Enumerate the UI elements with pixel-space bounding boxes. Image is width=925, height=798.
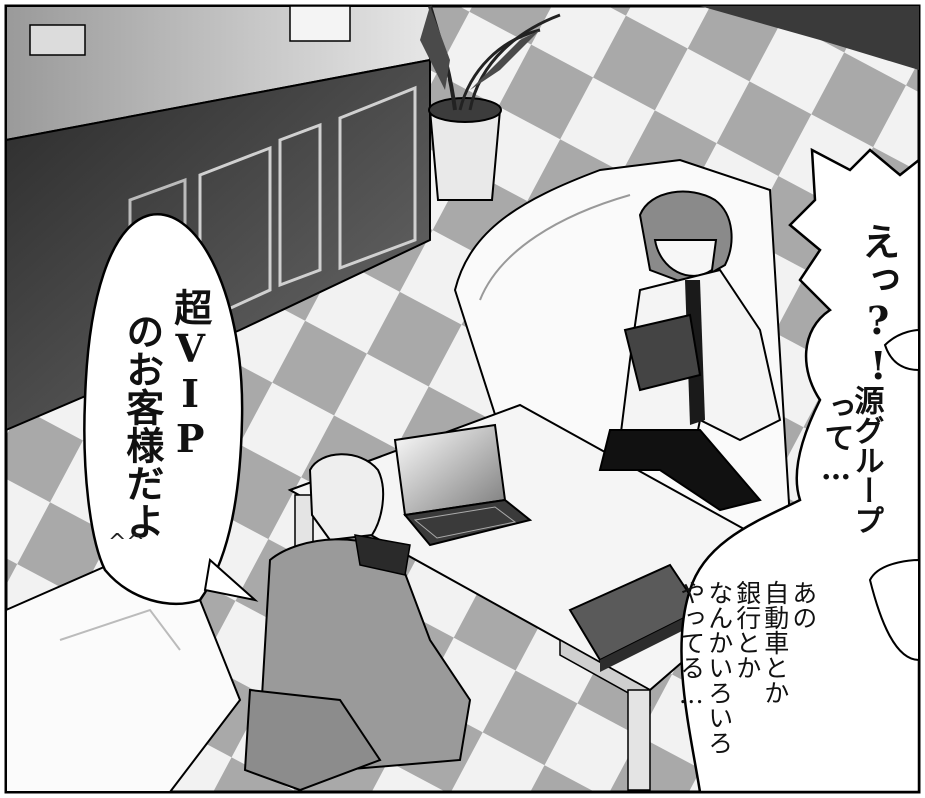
- speech-bubble-right: [680, 147, 921, 794]
- speech-vip-line-2: のお客様だよ: [119, 312, 165, 540]
- speech-ano-line-3: 銀行とか: [732, 580, 762, 680]
- laptop: [393, 423, 533, 547]
- character-on-phone: [243, 453, 472, 792]
- wall-shadow: [700, 6, 919, 70]
- speech-ano-line-5: やってる…: [676, 580, 706, 709]
- character-surprised: [598, 190, 782, 512]
- potted-plant: [420, 5, 561, 201]
- smile-sfx: ^^: [108, 530, 145, 555]
- speech-vip-line-1: 超VIP: [167, 288, 213, 461]
- speech-minamoto-line-2: って…: [818, 392, 854, 487]
- speech-minamoto-line-1: 源グループ: [848, 385, 884, 535]
- speech-bubble-vip: [83, 213, 244, 605]
- speech-ano-line-4: なんかいろいろ: [704, 580, 734, 755]
- speech-eh-line: えっ?!: [855, 222, 901, 388]
- speech-ano-line-1: あの: [788, 580, 818, 630]
- speech-ano-line-2: 自動車とか: [760, 580, 790, 705]
